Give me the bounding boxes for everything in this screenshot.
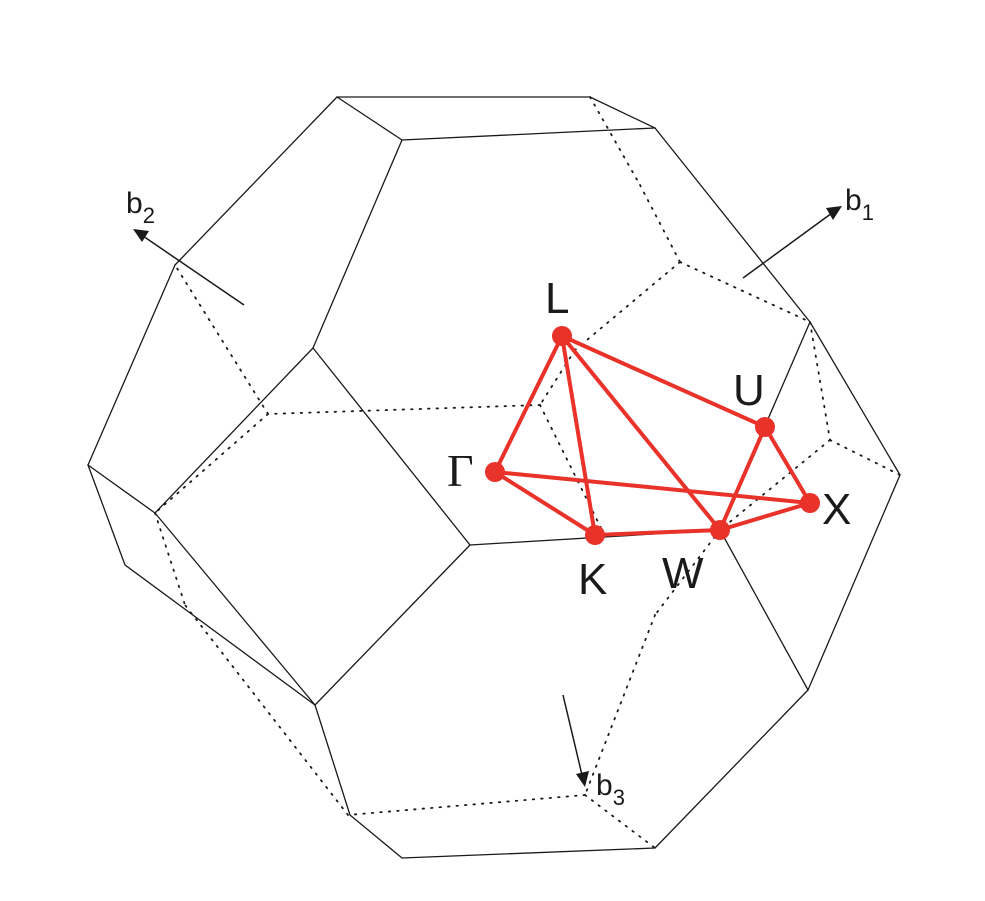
point-labels: L U Γ X K W (447, 274, 851, 604)
label-U: U (733, 366, 765, 415)
label-W: W (662, 549, 704, 598)
vector-b3: b3 (562, 694, 625, 810)
label-L: L (545, 274, 569, 323)
high-symmetry-points (485, 326, 820, 545)
label-K: K (578, 555, 607, 604)
b1-label: b1 (845, 184, 874, 225)
point-X (800, 493, 820, 513)
point-U (755, 417, 775, 437)
b2-label: b2 (126, 187, 155, 228)
vector-b2: b2 (126, 187, 245, 306)
b3-label: b3 (596, 769, 625, 810)
high-symmetry-path (493, 334, 812, 537)
point-gamma (485, 462, 505, 482)
point-L (552, 326, 572, 346)
label-X: X (822, 485, 851, 534)
point-K (585, 525, 605, 545)
point-W (710, 520, 730, 540)
label-gamma: Γ (447, 445, 474, 496)
hidden-edges (154, 96, 901, 849)
vector-b1: b1 (742, 184, 874, 279)
